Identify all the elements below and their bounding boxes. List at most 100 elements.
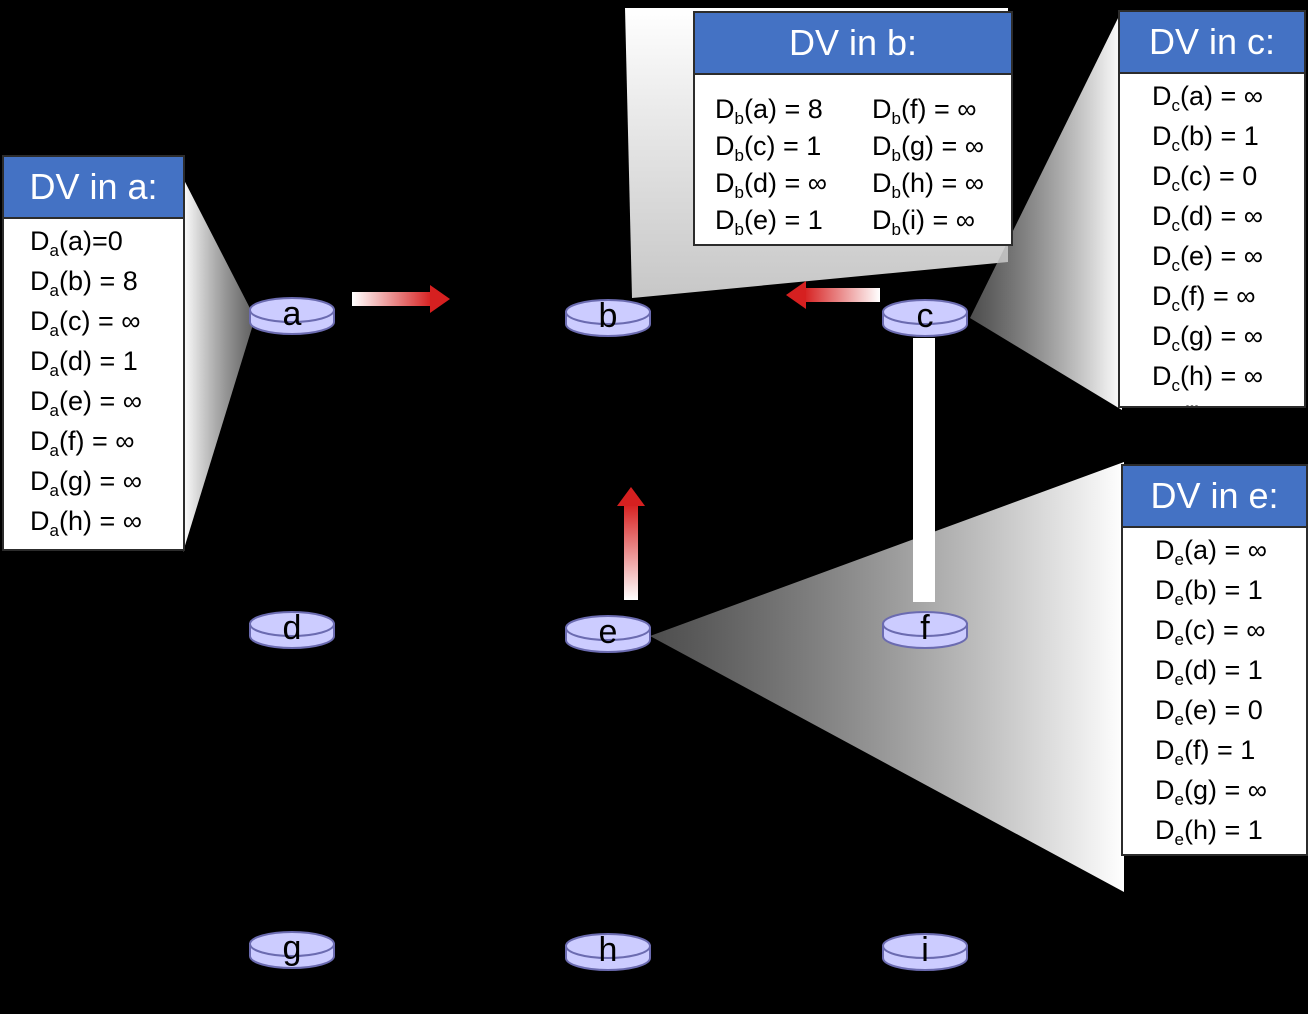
dv-entry-symbol: D xyxy=(1155,695,1175,725)
dv-entry-value: (f) = ∞ xyxy=(1180,281,1256,311)
dv-entry-value: (d) = 1 xyxy=(1183,655,1263,685)
dv-entry: Db(c) = 1 xyxy=(715,128,872,165)
router-label-d: d xyxy=(282,609,302,647)
dv-entry-value: (e) = 0 xyxy=(1183,695,1263,725)
router-top xyxy=(565,933,651,959)
dv-entry-value: (g) = ∞ xyxy=(1180,321,1264,351)
dv-entry-value: (g) = ∞ xyxy=(58,466,142,496)
dv-entry: Da(i) = ∞ xyxy=(30,541,183,549)
dv-entry-subscript: c xyxy=(1171,256,1181,275)
dv-entry: De(b) = 1 xyxy=(1155,570,1306,610)
dv-entry-symbol: D xyxy=(1152,81,1172,111)
dv-entry-symbol: D xyxy=(715,131,735,161)
dv-entry-symbol: D xyxy=(872,205,892,235)
dv-entry-symbol: D xyxy=(715,205,735,235)
dv-entry-value: (h) = ∞ xyxy=(900,168,984,198)
dv-entry-symbol: D xyxy=(1155,775,1175,805)
router-top xyxy=(249,931,335,957)
dv-entry: Db(f) = ∞ xyxy=(872,91,1011,128)
dv-entry-subscript: a xyxy=(49,321,59,340)
dv-entry-value: (f) = ∞ xyxy=(900,94,977,124)
dv-table-e-title: DV in e: xyxy=(1123,466,1306,528)
callout-fan-c xyxy=(970,10,1122,410)
router-top xyxy=(249,297,335,323)
dv-entry-subscript: b xyxy=(734,146,744,165)
dv-entry: Da(b) = 8 xyxy=(30,261,183,301)
dv-entry: Da(e) = ∞ xyxy=(30,381,183,421)
dv-entry-value: (b) = 1 xyxy=(1183,575,1263,605)
router-top xyxy=(882,933,968,959)
dv-entry: Db(g) = ∞ xyxy=(872,128,1011,165)
dv-entry-symbol: D xyxy=(1152,201,1172,231)
dv-entry-symbol: D xyxy=(1152,121,1172,151)
router-a xyxy=(249,297,335,335)
dv-entry-symbol: D xyxy=(30,466,50,496)
dv-entry: De(f) = 1 xyxy=(1155,730,1306,770)
dv-entry-symbol: D xyxy=(1152,241,1172,271)
dv-entry-symbol: D xyxy=(30,306,50,336)
router-e xyxy=(565,615,651,653)
router-i xyxy=(882,933,968,971)
dv-entry-value: (c) = ∞ xyxy=(1183,615,1266,645)
router-label-i: i xyxy=(921,931,929,969)
dv-entry: Da(h) = ∞ xyxy=(30,501,183,541)
dv-entry-subscript: b xyxy=(891,183,901,202)
dv-entry: Da(g) = ∞ xyxy=(30,461,183,501)
dv-entry-value: (d) = ∞ xyxy=(743,168,827,198)
dv-entry-subscript: c xyxy=(1171,216,1181,235)
dv-entry: Dc(g) = ∞ xyxy=(1152,316,1304,356)
dv-entry-symbol: D xyxy=(1152,321,1172,351)
dv-entry-value: (e) = 1 xyxy=(743,205,823,235)
router-label-e: e xyxy=(598,613,618,651)
dv-entry-value: (d) = ∞ xyxy=(1180,201,1264,231)
dv-entry-symbol: D xyxy=(872,94,892,124)
dv-entry: Db(h) = ∞ xyxy=(872,165,1011,202)
dv-entry-symbol: D xyxy=(1155,535,1175,565)
dv-entry-subscript: b xyxy=(734,220,744,239)
dv-entry-subscript: e xyxy=(1174,750,1184,769)
router-d xyxy=(249,611,335,649)
dv-entry-subscript: b xyxy=(891,146,901,165)
link-c-f xyxy=(913,338,935,602)
dv-entry: Dc(f) = ∞ xyxy=(1152,276,1304,316)
dv-entry-value: (e) = ∞ xyxy=(58,386,142,416)
dv-entry-subscript: c xyxy=(1171,336,1181,355)
dv-entry: Dc(e) = ∞ xyxy=(1152,236,1304,276)
dv-entry: Db(i) = ∞ xyxy=(872,202,1011,239)
dv-entry-symbol: D xyxy=(715,168,735,198)
dv-entry-subscript: c xyxy=(1171,296,1181,315)
dv-entry-symbol: D xyxy=(715,94,735,124)
dv-entry-subscript: e xyxy=(1174,670,1184,689)
dv-entry: De(a) = ∞ xyxy=(1155,530,1306,570)
dv-entry: Dc(i) = ∞ xyxy=(1152,396,1304,406)
dv-entry-value: (a) = 8 xyxy=(743,94,823,124)
dv-entry-subscript: b xyxy=(734,183,744,202)
dv-entry: De(e) = 0 xyxy=(1155,690,1306,730)
dv-entry-symbol: D xyxy=(1152,401,1172,406)
dv-entry-value: (i) = ∞ xyxy=(900,205,975,235)
router-label-a: a xyxy=(282,295,302,333)
dv-entry: Db(e) = 1 xyxy=(715,202,872,239)
dv-entry-value: (d) = 1 xyxy=(58,346,138,376)
dv-entry: De(d) = 1 xyxy=(1155,650,1306,690)
update-arrow-a-to-b xyxy=(352,285,450,313)
dv-entry-symbol: D xyxy=(30,386,50,416)
dv-entry-subscript: e xyxy=(1174,630,1184,649)
dv-entry: Dc(c) = 0 xyxy=(1152,156,1304,196)
dv-entry: Dc(h) = ∞ xyxy=(1152,356,1304,396)
dv-entry: De(g) = ∞ xyxy=(1155,770,1306,810)
router-top xyxy=(882,611,968,637)
dv-entry-subscript: e xyxy=(1174,830,1184,849)
dv-entry-value: (c) = 1 xyxy=(743,131,822,161)
router-label-b: b xyxy=(598,297,618,335)
dv-entry: Dc(b) = 1 xyxy=(1152,116,1304,156)
dv-entry-subscript: c xyxy=(1171,96,1181,115)
dv-entry-symbol: D xyxy=(1155,815,1175,845)
update-arrow-c-to-b xyxy=(786,281,880,309)
callout-fan-a xyxy=(183,178,255,552)
dv-entry-subscript: e xyxy=(1174,710,1184,729)
dv-entry-value: (h) = ∞ xyxy=(58,506,142,536)
